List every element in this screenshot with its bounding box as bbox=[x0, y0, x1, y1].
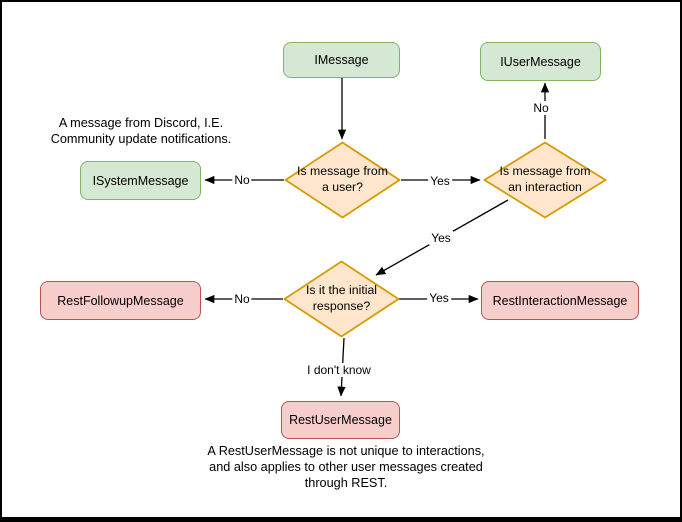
decision-is-message-from-user: Is message from a user? bbox=[284, 141, 401, 219]
note-system-message: A message from Discord, I.E. Community u… bbox=[50, 116, 232, 146]
node-restfollowupmessage-label: RestFollowupMessage bbox=[57, 293, 184, 308]
note-rest-user-message: A RestUserMessage is not unique to inter… bbox=[207, 444, 485, 490]
edge-label-initial-unknown: I don't know bbox=[305, 363, 373, 377]
edge-label-initial-no: No bbox=[232, 292, 252, 306]
edge-label-user-no: No bbox=[232, 173, 252, 187]
node-isystemmessage: ISystemMessage bbox=[80, 161, 201, 200]
decision-is-message-from-interaction-label: Is message from an interaction bbox=[499, 164, 591, 194]
diamond-shape bbox=[284, 141, 401, 219]
decision-is-initial-response: Is it the initial response? bbox=[283, 260, 400, 338]
decision-is-initial-response-label: Is it the initial response? bbox=[305, 283, 378, 313]
node-restinteractionmessage-label: RestInteractionMessage bbox=[492, 293, 628, 308]
node-imessage: IMessage bbox=[283, 42, 400, 78]
node-iusermessage: IUserMessage bbox=[480, 42, 601, 81]
decision-is-message-from-user-label: Is message from a user? bbox=[297, 164, 388, 194]
node-restusermessage-label: RestUserMessage bbox=[289, 413, 392, 427]
edge-label-interaction-yes: Yes bbox=[429, 231, 453, 245]
node-imessage-label: IMessage bbox=[314, 53, 369, 67]
diamond-shape bbox=[483, 141, 607, 219]
node-isystemmessage-label: ISystemMessage bbox=[92, 173, 189, 188]
node-restfollowupmessage: RestFollowupMessage bbox=[40, 281, 201, 320]
edge-label-initial-yes: Yes bbox=[427, 291, 451, 305]
edge-label-interaction-no: No bbox=[531, 101, 551, 115]
diamond-shape bbox=[283, 260, 400, 338]
decision-is-message-from-interaction: Is message from an interaction bbox=[483, 141, 607, 219]
edge-label-user-yes: Yes bbox=[428, 174, 452, 188]
node-iusermessage-label: IUserMessage bbox=[500, 54, 581, 69]
node-restusermessage: RestUserMessage bbox=[281, 401, 400, 439]
node-restinteractionmessage: RestInteractionMessage bbox=[481, 281, 639, 320]
